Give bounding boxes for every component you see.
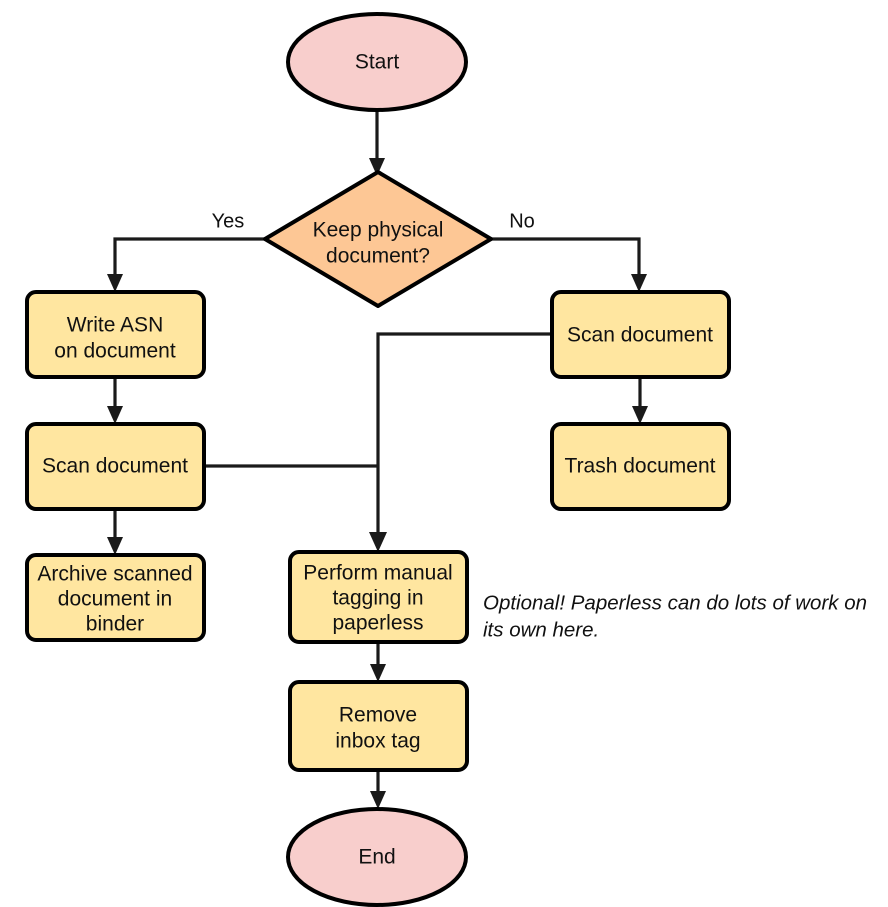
node-scan-document-left-label: Scan document [42,455,188,478]
node-scan-document-right-label: Scan document [567,324,713,347]
node-write-asn-label-line1: Write ASN [67,314,163,337]
remove-inbox-tag-rect[interactable] [288,680,469,772]
edge-start-to-decision [369,110,385,176]
arrowhead-icon [631,274,647,292]
arrowhead-icon [107,274,123,292]
node-archive-label-line2: document in [58,588,172,611]
node-decision-label-line1: Keep physical [313,219,444,242]
arrowhead-icon [369,532,387,552]
scan-document-right-rect[interactable] [550,290,731,379]
arrowhead-icon [370,791,386,809]
node-remove-inbox-label-line1: Remove [339,704,417,727]
edge-scan-left-to-archive [107,509,123,555]
node-decision-keep-physical-document[interactable]: Keep physical document? [263,170,493,308]
node-write-asn[interactable]: Write ASN on document [25,290,206,379]
write-asn-rect[interactable] [25,290,206,379]
edge-label-no: No [509,210,535,232]
end-ellipse[interactable] [286,807,468,907]
node-decision-label-line2: document? [326,245,430,268]
edge-scan-right-to-trash [632,377,648,424]
start-ellipse[interactable] [286,12,468,112]
scan-document-left-rect[interactable] [25,422,206,511]
node-scan-document-right[interactable]: Scan document [550,290,731,379]
annotation-note: Optional! Paperless can do lots of work … [483,591,867,641]
node-tagging-label-line2: tagging in [332,587,423,610]
node-layer: Start Keep physical document? Write ASN … [25,12,731,907]
node-remove-inbox-tag[interactable]: Remove inbox tag [288,680,469,772]
edge-line [113,237,265,279]
arrowhead-icon [632,406,648,424]
node-tagging-label-line3: paperless [332,612,423,635]
edge-scan-right-to-tagging [376,332,552,540]
node-end-label: End [358,846,395,869]
edge-decision-no: No [491,210,647,292]
edge-label-yes: Yes [212,210,245,232]
note-line-1: Optional! Paperless can do lots of work … [483,591,867,614]
archive-rect[interactable] [25,553,206,642]
edge-write-asn-to-scan-left [107,377,123,424]
arrowhead-icon [107,406,123,424]
node-archive-scanned-document[interactable]: Archive scanned document in binder [25,553,206,642]
edge-remove-inbox-to-end [370,770,386,809]
node-archive-label-line3: binder [86,613,144,636]
node-archive-label-line1: Archive scanned [37,563,192,586]
node-perform-manual-tagging[interactable]: Perform manual tagging in paperless [288,550,469,644]
edge-trunk-arrow-to-tagging [369,532,387,552]
node-end[interactable]: End [286,807,468,907]
node-remove-inbox-label-line2: inbox tag [335,730,420,753]
trash-document-rect[interactable] [550,422,731,511]
edge-line [376,332,552,540]
note-line-2: its own here. [483,618,599,641]
arrowhead-icon [107,537,123,555]
edge-tagging-to-remove-inbox [370,642,386,682]
node-write-asn-label-line2: on document [54,340,176,363]
perform-manual-tagging-rect[interactable] [288,550,469,644]
decision-diamond[interactable] [263,170,493,308]
node-scan-document-left[interactable]: Scan document [25,422,206,511]
node-trash-document-label: Trash document [565,455,716,478]
node-trash-document[interactable]: Trash document [550,422,731,511]
arrowhead-icon [369,158,385,176]
node-start[interactable]: Start [286,12,468,112]
node-tagging-label-line1: Perform manual [303,562,452,585]
arrowhead-icon [370,664,386,682]
edge-layer: Yes No [107,110,648,809]
edge-line [491,237,641,279]
node-start-label: Start [355,51,400,74]
edge-decision-yes: Yes [107,210,265,292]
